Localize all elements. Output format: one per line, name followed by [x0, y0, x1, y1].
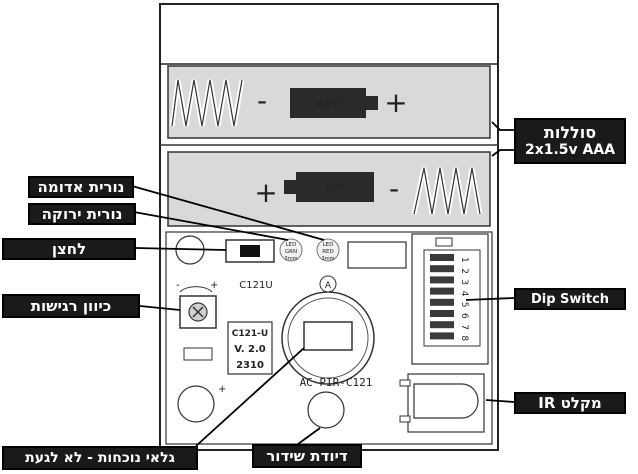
battery-bottom-minus: - — [389, 172, 399, 205]
chip-label: C121-U V. 2.0 2310 — [227, 321, 273, 375]
board-connector — [347, 241, 407, 269]
dip-number-7: 7 — [459, 324, 469, 330]
batteries-callout-title: סוללות — [543, 122, 597, 142]
batteries-callout: סוללות 2x1.5v AAA — [514, 118, 626, 164]
board-pad — [183, 347, 213, 361]
pir-sensor-callout-text: גלאי נוכחות - לא לגעת — [25, 450, 175, 466]
battery-top-minus: - — [257, 84, 267, 117]
svg-text:C121-U: C121-U — [232, 329, 268, 339]
transmitter-diode-callout-text: דיודת שידור — [266, 447, 348, 465]
svg-text:LED: LED — [323, 242, 334, 248]
ir-receiver-callout-text: מקלט IR — [538, 394, 602, 412]
ir-receiver-callout: מקלט IR — [514, 392, 626, 414]
pir-sensor: A — [281, 275, 375, 385]
svg-text:RED: RED — [322, 249, 334, 255]
red-led-callout-text: נורית אדומה — [37, 178, 125, 196]
led-green: LED GRN 3mm — [279, 238, 303, 262]
battery-top-plus: + — [384, 86, 407, 119]
dip-lever-4[interactable] — [430, 287, 454, 295]
push-button[interactable] — [225, 239, 275, 263]
led-red: LED RED 3mm — [316, 238, 340, 262]
svg-text:LED: LED — [286, 242, 297, 248]
svg-text:GRN: GRN — [285, 249, 297, 255]
red-led-callout: נורית אדומה — [28, 176, 134, 198]
svg-text:3mm: 3mm — [322, 256, 335, 262]
pir-sensor-callout: גלאי נוכחות - לא לגעת — [2, 446, 198, 470]
dip-lever-7[interactable] — [430, 321, 454, 329]
sensitivity-callout: כיוון רגישות — [2, 294, 140, 318]
dip-number-1: 1 — [459, 257, 469, 263]
green-led-callout-text: נורית ירוקה — [41, 205, 123, 223]
dip-lever-1[interactable] — [430, 254, 454, 261]
dip-number-3: 3 — [459, 279, 469, 285]
svg-text:BATT: BATT — [325, 184, 345, 193]
sensitivity-potentiometer[interactable] — [179, 295, 217, 329]
model-label: C121U — [239, 280, 272, 291]
svg-text:2310: 2310 — [236, 360, 264, 371]
batteries-callout-spec: 2x1.5v AAA — [524, 142, 616, 159]
mount-hole-bottom — [177, 385, 215, 423]
svg-text:V. 2.0: V. 2.0 — [234, 344, 265, 355]
dip-switch-callout-text: Dip Switch — [530, 291, 610, 307]
svg-text:+: + — [218, 384, 226, 395]
green-led-callout: נורית ירוקה — [28, 203, 136, 225]
leader-lines — [131, 121, 515, 447]
dip-lever-2[interactable] — [430, 265, 454, 273]
dip-lever-5[interactable] — [430, 298, 454, 306]
svg-text:A: A — [325, 281, 332, 291]
battery-top-icon: BATT — [290, 88, 378, 118]
transmitter-diode — [307, 391, 345, 429]
button-callout-text: לחצן — [51, 240, 87, 258]
ir-receiver — [399, 373, 485, 433]
dip-lever-3[interactable] — [430, 276, 454, 284]
svg-text:-: - — [176, 280, 180, 291]
battery-bottom-plus: + — [254, 176, 277, 209]
svg-text:BATT: BATT — [318, 100, 338, 109]
dip-lever-8[interactable] — [430, 332, 454, 340]
dip-switch-callout: Dip Switch — [514, 288, 626, 310]
dip-number-4: 4 — [459, 291, 469, 297]
battery-bottom-icon: BATT — [284, 172, 374, 202]
dip-number-6: 6 — [459, 313, 469, 319]
dip-lever-6[interactable] — [430, 310, 454, 317]
dip-number-8: 8 — [459, 335, 469, 341]
button-callout: לחצן — [2, 238, 136, 260]
dip-number-2: 2 — [459, 268, 469, 274]
dip-number-5: 5 — [459, 302, 469, 308]
svg-text:3mm: 3mm — [285, 256, 298, 262]
svg-text:+: + — [210, 280, 218, 291]
board-silk-text: AC PIR-C121 — [300, 376, 373, 389]
transmitter-diode-callout: דיודת שידור — [252, 444, 362, 468]
sensitivity-callout-text: כיוון רגישות — [30, 297, 112, 315]
